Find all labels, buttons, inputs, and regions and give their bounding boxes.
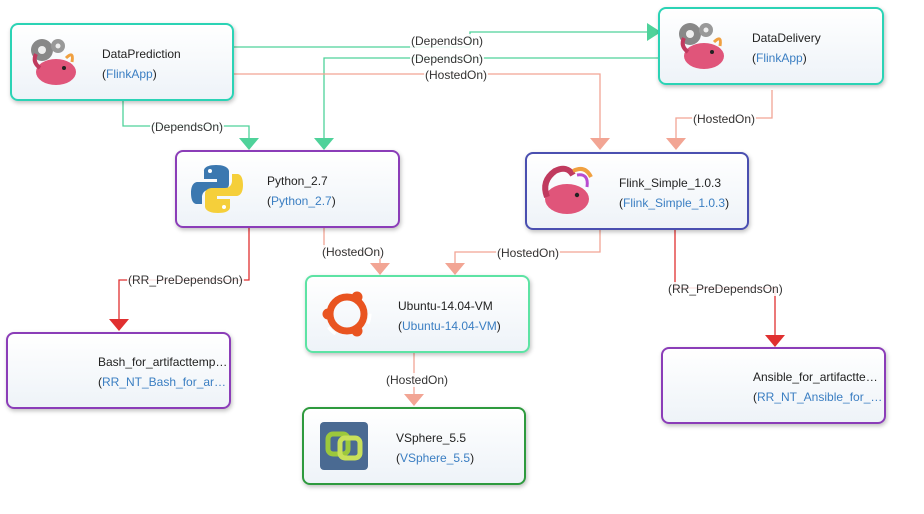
node-type-name[interactable]: VSphere_5.5 (400, 451, 471, 465)
arrowhead-ubuntu-from-python (370, 263, 390, 275)
node-type: (Ubuntu-14.04-VM) (398, 319, 501, 333)
node-title: Ansible_for_artifactte… (753, 370, 878, 384)
arrowhead-ansible (765, 335, 785, 347)
node-title: DataDelivery (752, 31, 821, 45)
ubuntu-icon (322, 289, 372, 339)
node-data-delivery[interactable]: DataDelivery (FlinkApp) (658, 7, 884, 85)
node-type-name[interactable]: FlinkApp (106, 67, 153, 81)
edge-label-dd-flink-hosted: (HostedOn) (692, 112, 757, 126)
edge-label-dp-flink-hosted: (HostedOn) (424, 68, 489, 82)
node-title: DataPrediction (102, 47, 181, 61)
node-type: (VSphere_5.5) (396, 451, 475, 465)
node-type: (FlinkApp) (752, 51, 807, 65)
node-ubuntu-vm[interactable]: Ubuntu-14.04-VM (Ubuntu-14.04-VM) (305, 275, 530, 353)
flink-app-icon (31, 39, 76, 85)
edge-label-python-ubuntu-hosted: (HostedOn) (321, 245, 386, 259)
node-vsphere[interactable]: VSphere_5.5 (VSphere_5.5) (302, 407, 526, 485)
node-title: Python_2.7 (267, 174, 328, 188)
node-python[interactable]: Python_2.7 (Python_2.7) (175, 150, 400, 228)
edge-label-dp-dd-depends: (DependsOn) (410, 34, 485, 48)
arrowhead-flink-from-dd (666, 138, 686, 150)
edge-label-dd-python-depends: (DependsOn) (410, 52, 485, 66)
arrowhead-python-from-dp (239, 138, 259, 150)
node-type: (FlinkApp) (102, 67, 157, 81)
edge-dd-python-depends[interactable] (323, 57, 660, 140)
edge-label-ubuntu-vsphere-hosted: (HostedOn) (385, 373, 450, 387)
node-data-prediction[interactable]: DataPrediction (FlinkApp) (10, 23, 234, 101)
arrowhead-bash (109, 319, 129, 331)
node-type-name[interactable]: Python_2.7 (271, 194, 332, 208)
node-title: Ubuntu-14.04-VM (398, 299, 493, 313)
node-type-name[interactable]: Flink_Simple_1.0.3 (623, 196, 726, 210)
node-title: Flink_Simple_1.0.3 (619, 176, 722, 190)
node-bash-artifact[interactable]: Bash_for_artifacttemp… (RR_NT_Bash_for_a… (6, 332, 231, 409)
node-type-name[interactable]: FlinkApp (756, 51, 803, 65)
vsphere-icon (320, 422, 368, 470)
edge-label-dp-python-depends: (DependsOn) (150, 120, 225, 134)
arrowhead-flink-from-dp (590, 138, 610, 150)
node-type: (RR_NT_Bash_for_ar… (98, 375, 227, 389)
node-title: Bash_for_artifacttemp… (98, 355, 228, 369)
node-title: VSphere_5.5 (396, 431, 467, 445)
node-type: (RR_NT_Ansible_for_… (753, 390, 883, 404)
python-icon (191, 165, 243, 213)
node-flink-simple[interactable]: Flink_Simple_1.0.3 (Flink_Simple_1.0.3) (525, 152, 749, 230)
node-type: (Flink_Simple_1.0.3) (619, 196, 730, 210)
arrowhead-python-from-dd (314, 138, 334, 150)
flink-app-icon (679, 23, 724, 69)
edge-dp-flink-hosted[interactable] (234, 73, 601, 140)
node-type: (Python_2.7) (267, 194, 336, 208)
edge-label-flink-ubuntu-hosted: (HostedOn) (496, 246, 561, 260)
node-type-name[interactable]: RR_NT_Ansible_for_… (757, 390, 883, 404)
arrowhead-ubuntu-from-flink (445, 263, 465, 275)
arrowhead-dd (647, 23, 661, 41)
flink-squirrel-icon (542, 165, 593, 214)
node-type-name[interactable]: Ubuntu-14.04-VM (402, 319, 497, 333)
arrowhead-vsphere (404, 394, 424, 406)
node-type-name[interactable]: RR_NT_Bash_for_ar… (102, 375, 227, 389)
node-ansible-artifact[interactable]: Ansible_for_artifactte… (RR_NT_Ansible_f… (661, 347, 886, 424)
edge-label-python-bash-predepends: (RR_PreDependsOn) (127, 273, 244, 287)
edge-label-flink-ansible-predepends: (RR_PreDependsOn) (667, 282, 784, 296)
